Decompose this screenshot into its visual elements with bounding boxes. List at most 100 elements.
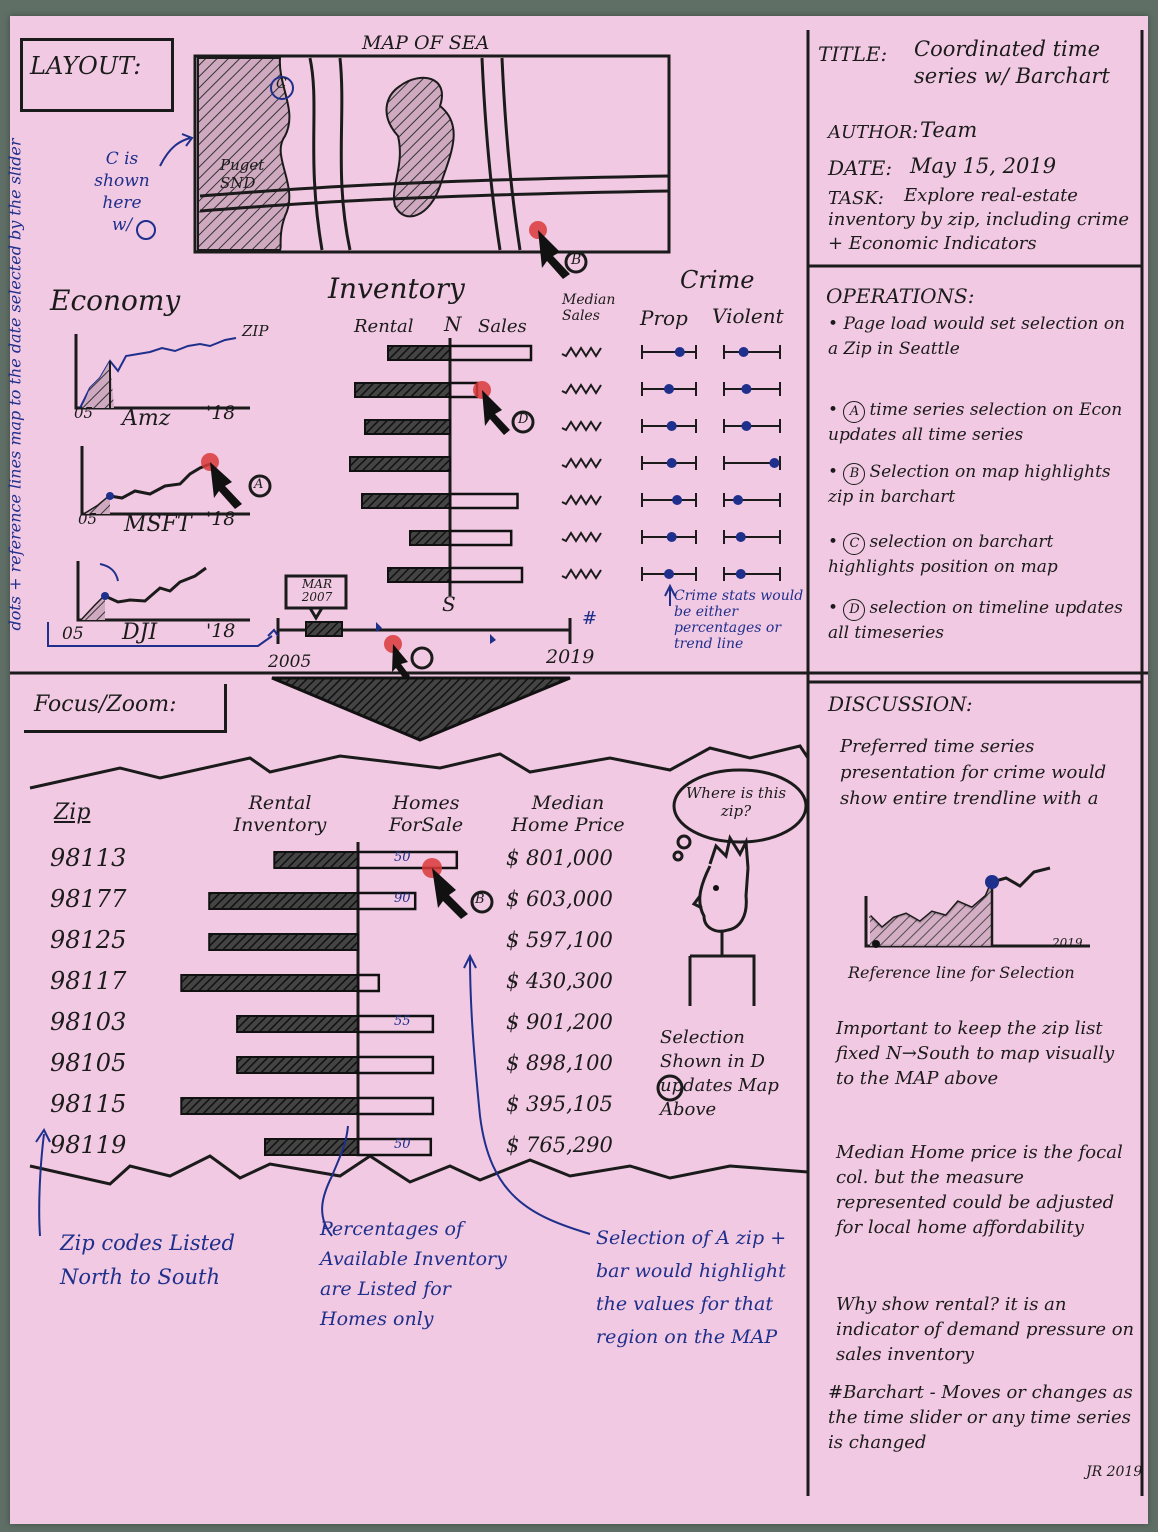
inventory-rental-bar <box>409 530 451 546</box>
focus-header-zip: Zip <box>54 800 91 825</box>
discussion-inset-caption: Reference line for Selection <box>848 963 1075 982</box>
inventory-sales-bar <box>448 381 479 399</box>
timeline-slider <box>267 574 572 679</box>
focus-median-price: $ 395,105 <box>506 1092 613 1116</box>
median-sales-sparkline <box>561 420 602 432</box>
focus-zip: 98105 <box>50 1049 127 1077</box>
econ-msft-name: MSFT <box>124 512 192 537</box>
focus-rental-bar <box>208 892 359 910</box>
inventory-sales-bar <box>448 492 519 510</box>
operation-marker: B <box>843 463 866 485</box>
focus-median-price: $ 898,100 <box>506 1051 613 1075</box>
focus-sales-bar <box>356 850 459 870</box>
crime-violent: Violent <box>712 304 784 328</box>
crime-title: Crime <box>680 266 755 294</box>
focus-median-price: $ 765,290 <box>506 1133 613 1157</box>
econ-msft-start: 05 <box>78 510 98 528</box>
operation-bullet: • <box>828 400 844 420</box>
tear-bottom <box>29 1154 809 1186</box>
focus-sales-bar <box>356 1096 435 1116</box>
focus-rental-bar <box>236 1015 360 1033</box>
map-marker-b: B <box>571 252 582 268</box>
focus-row-bars <box>236 1014 435 1034</box>
focus-median-price: $ 603,000 <box>506 887 613 911</box>
focus-sales-percent: 55 <box>394 1014 411 1029</box>
violent-crime-dot <box>733 495 743 505</box>
inventory-rental-bar <box>361 493 451 509</box>
inventory-rental-bar <box>387 567 451 583</box>
econ-msft-end: '18 <box>206 508 236 530</box>
economy-title: Economy <box>50 284 181 317</box>
operation-text: selection on timeline updates all timese… <box>828 598 1123 643</box>
focus-label: Focus/Zoom: <box>34 692 177 717</box>
info-date-label: DATE: <box>828 156 893 180</box>
econ-chart-amz <box>74 334 250 410</box>
focus-zip: 98177 <box>50 885 127 913</box>
sketch-drawing <box>10 30 1148 1496</box>
info-title-value: Coordinated time series w/ Barchart <box>914 37 1110 88</box>
prop-crime-dot <box>664 569 674 579</box>
inventory-rental-bar <box>387 345 451 361</box>
focus-rental-bar <box>208 933 359 951</box>
prop-crime-dot <box>672 495 683 505</box>
discussion-title: DISCUSSION: <box>828 692 973 716</box>
focus-sales-bar <box>356 1055 435 1075</box>
inventory-bars <box>349 344 533 584</box>
inventory-row <box>387 566 524 584</box>
info-task-label: TASK: <box>828 188 884 209</box>
operation-marker: C <box>843 533 866 555</box>
operation-text: Page load would set selection on a Zip i… <box>828 314 1126 359</box>
person-sketch <box>672 768 808 1006</box>
layout-label: LAYOUT: <box>30 52 142 80</box>
crime-prop: Prop <box>640 306 688 330</box>
focus-row-bars <box>264 1137 433 1157</box>
discussion-signature: JR 2019 <box>1086 1464 1143 1480</box>
inventory-rental-bar <box>364 419 451 435</box>
map-water-label: Puget SND <box>220 156 265 192</box>
operation-text: Selection on map highlights zip in barch… <box>828 462 1111 507</box>
focus-sales-bar <box>356 1137 433 1157</box>
map-sketch <box>193 54 671 279</box>
median-sales-sparkline <box>561 383 602 395</box>
focus-zip: 98119 <box>50 1131 127 1159</box>
focus-bar-chart <box>180 842 494 1157</box>
annotation-selection-note: Selection of A zip + bar would highlight… <box>596 1227 787 1348</box>
info-task-value: Explore real-estate inventory by zip, in… <box>828 185 1130 254</box>
median-sales-sparkline <box>561 346 602 358</box>
violent-crime-dot <box>735 532 746 542</box>
discussion-p1: Preferred time series presentation for c… <box>840 736 1107 809</box>
focus-zip: 98115 <box>50 1090 127 1118</box>
discussion-inset-x-end: 2019 <box>1052 936 1083 950</box>
focus-median-price: $ 901,200 <box>506 1010 613 1034</box>
timeline-hash: # <box>582 608 598 629</box>
focus-sales-percent: 50 <box>394 1137 411 1152</box>
economy-charts <box>47 334 273 647</box>
econ-dji-start: 05 <box>62 624 84 644</box>
inventory-title: Inventory <box>328 272 465 305</box>
violent-crime-dot <box>735 569 746 579</box>
operation-text: selection on barchart highlights positio… <box>828 532 1058 577</box>
prop-crime-dot <box>666 458 677 468</box>
inventory-row <box>364 419 451 435</box>
focus-sales-bar <box>356 891 417 911</box>
focus-sales-bar <box>356 973 381 993</box>
tear-top <box>29 744 810 790</box>
focus-median-price: $ 430,300 <box>506 969 613 993</box>
focus-bars <box>180 850 459 1157</box>
focus-row-bars <box>208 933 359 951</box>
discussion-p4: Why show rental? it is an indicator of d… <box>836 1294 1135 1365</box>
focus-header-rental: Rental Inventory <box>233 792 327 836</box>
operation-bullet: • <box>828 314 844 334</box>
operation-bullet: • <box>828 598 844 618</box>
econ-dji-end: '18 <box>206 620 236 642</box>
median-sales-sparkline <box>561 457 602 469</box>
inventory-row <box>409 529 513 547</box>
focus-label-box <box>24 684 227 733</box>
layout-label-box <box>20 38 174 112</box>
crime-columns <box>561 345 781 581</box>
econ-amz-end: '18 <box>206 402 236 424</box>
annotation-zip-note: Zip codes Listed North to South <box>60 1231 235 1289</box>
focus-sales-bar <box>356 1014 435 1034</box>
